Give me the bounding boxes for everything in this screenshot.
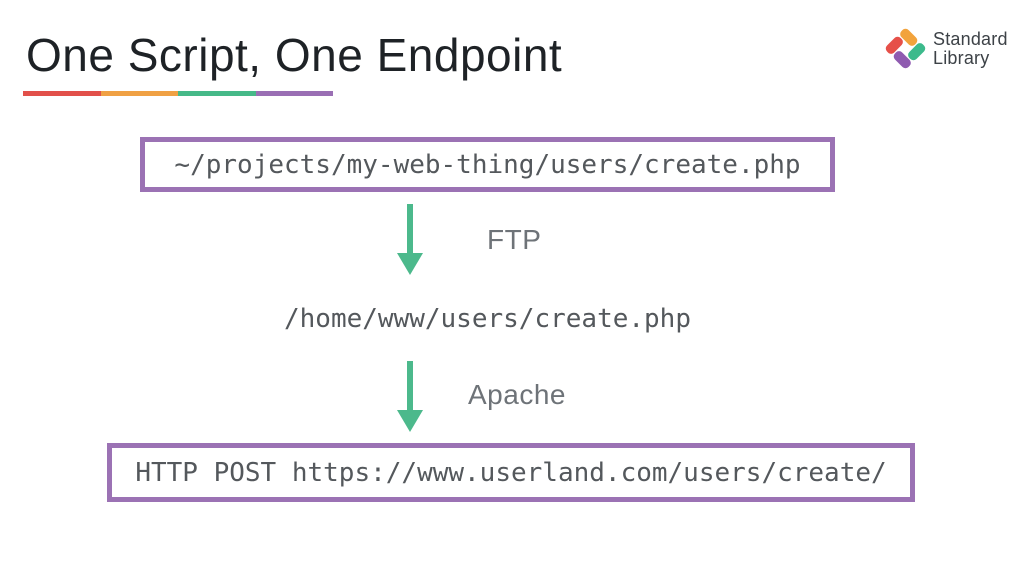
down-arrow-icon bbox=[397, 204, 423, 275]
standard-library-logo: Standard Library bbox=[884, 27, 1008, 70]
logo-wordmark-line2: Library bbox=[933, 47, 990, 68]
title-underline bbox=[23, 91, 333, 96]
standard-library-diamond-icon bbox=[885, 28, 926, 69]
underline-segment-purple bbox=[255, 91, 333, 96]
underline-segment-orange bbox=[100, 91, 178, 96]
down-arrow-icon bbox=[397, 361, 423, 432]
apache-step-label: Apache bbox=[468, 379, 566, 410]
slide-title: One Script, One Endpoint bbox=[26, 29, 563, 81]
http-endpoint-url: HTTP POST https://www.userland.com/users… bbox=[135, 457, 887, 488]
server-file-path: /home/www/users/create.php bbox=[284, 304, 691, 334]
http-endpoint-box: HTTP POST https://www.userland.com/users… bbox=[107, 443, 915, 502]
logo-wordmark: Standard Library bbox=[933, 28, 1008, 68]
underline-segment-green bbox=[178, 91, 256, 96]
logo-wordmark-line1: Standard bbox=[933, 28, 1008, 49]
ftp-step-label: FTP bbox=[487, 224, 542, 255]
local-script-path-box: ~/projects/my-web-thing/users/create.php bbox=[140, 137, 835, 192]
underline-segment-red bbox=[23, 91, 101, 96]
local-script-path: ~/projects/my-web-thing/users/create.php bbox=[174, 149, 801, 180]
